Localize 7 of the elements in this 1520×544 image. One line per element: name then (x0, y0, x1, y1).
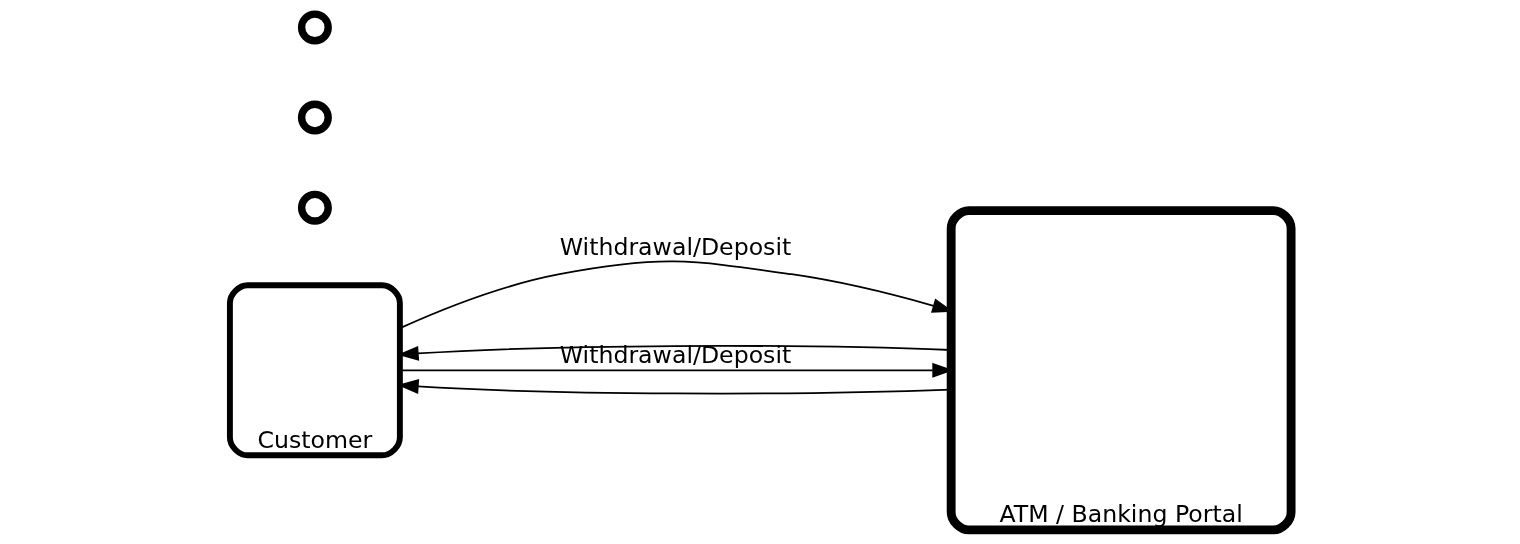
node-circle (297, 190, 332, 225)
node-circle (297, 10, 332, 45)
node-box: Customer (226, 282, 403, 459)
edge-label: Withdrawal/Deposit (559, 340, 791, 369)
node-circle (297, 100, 332, 135)
node-box: ATM / Banking Portal (946, 206, 1296, 535)
edge-label: Withdrawal/Deposit (559, 232, 791, 261)
